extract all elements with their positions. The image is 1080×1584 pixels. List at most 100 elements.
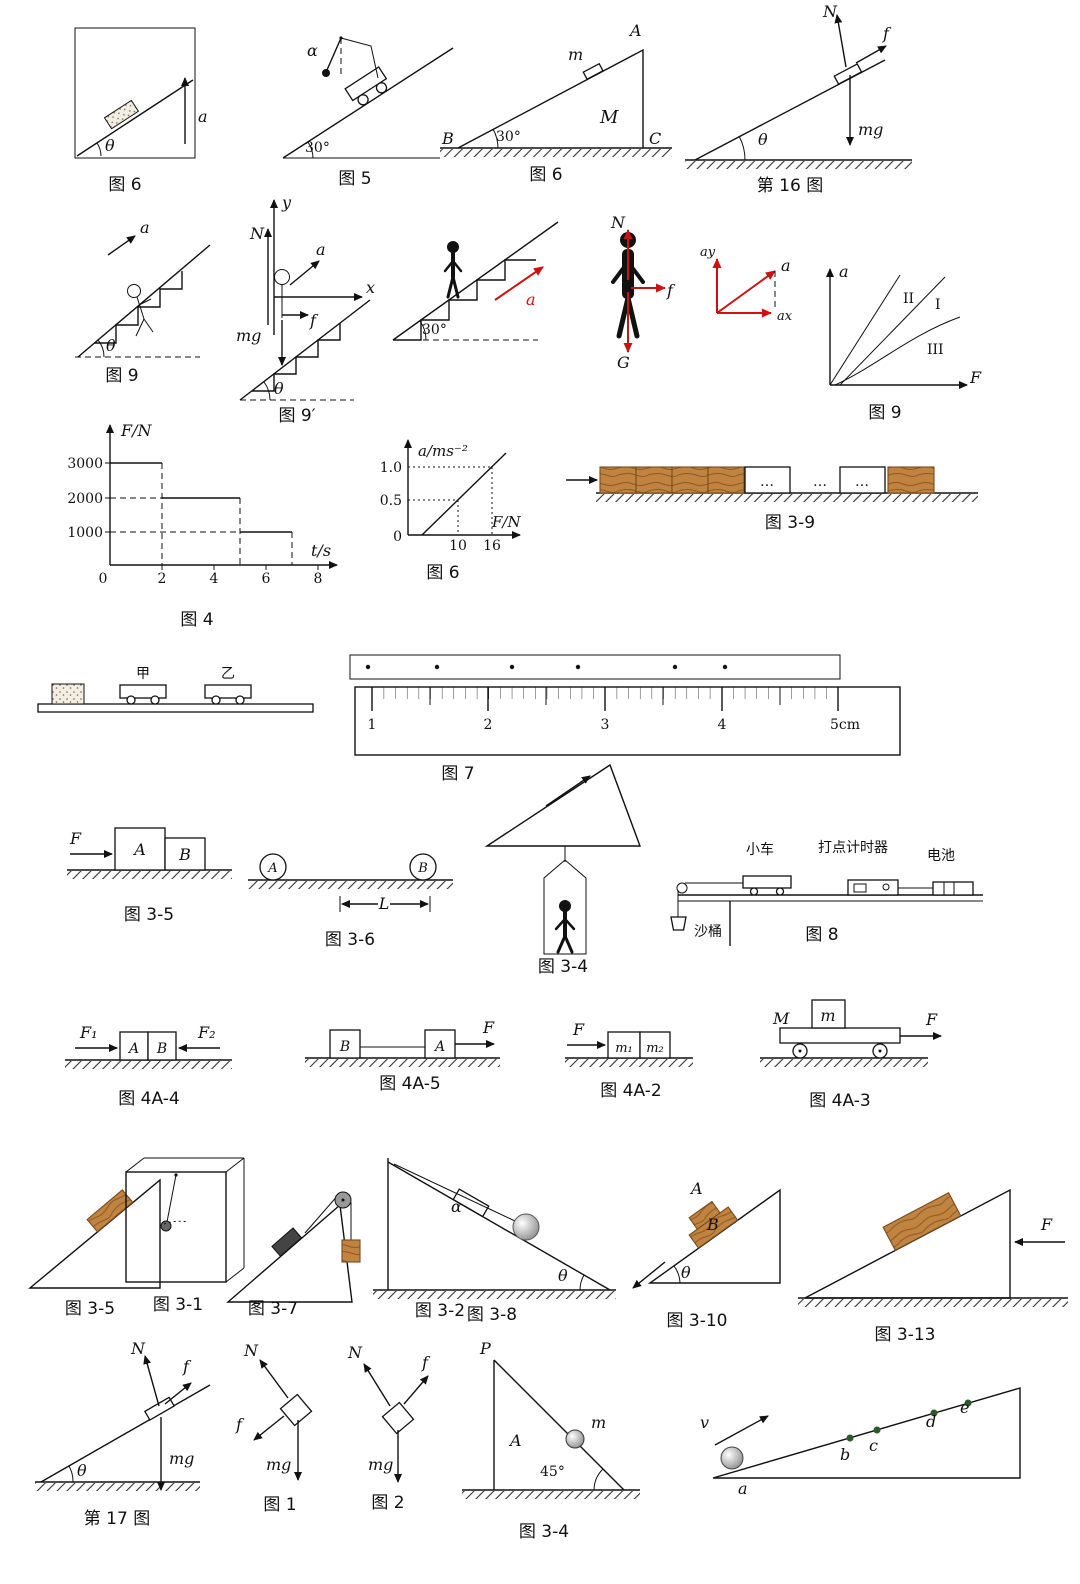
accel-label: a	[316, 240, 326, 259]
wood-blocks	[599, 466, 745, 494]
length-label: L	[378, 894, 390, 913]
caption: 图 7	[441, 764, 474, 784]
f1-label: F₁	[79, 1023, 98, 1042]
board	[37, 703, 314, 713]
theta-arc	[579, 1274, 585, 1291]
block-m	[582, 62, 604, 81]
force-label: F	[925, 1010, 938, 1029]
half-cm-ticks	[429, 687, 781, 705]
ground-hatch	[373, 1291, 616, 1299]
caption: 图 6	[426, 563, 459, 583]
incline-surface	[40, 1384, 211, 1483]
normal-label: N	[347, 1343, 363, 1362]
theta-label: θ	[758, 130, 768, 149]
wheels	[792, 1043, 888, 1059]
figure-incline-pulley: 图 3-7	[213, 1178, 368, 1319]
caption: 图 5	[338, 169, 371, 189]
caption: 图 6	[529, 165, 562, 185]
dots-1: …	[760, 474, 774, 490]
caption: 图 3-5	[124, 905, 174, 925]
wedge	[28, 1178, 161, 1289]
tape-dots	[365, 664, 728, 670]
force-label: F	[1040, 1215, 1053, 1234]
angle-label: 30°	[305, 140, 330, 156]
pendulum-string	[326, 37, 342, 71]
figure-ruler-tape: 1 2 3 4 5cm 图 7	[340, 645, 925, 790]
wood-block	[86, 1189, 134, 1233]
x-label: x	[366, 278, 375, 297]
box-front	[125, 1171, 227, 1283]
timer-label: 打点计时器	[818, 839, 888, 856]
ground-hatch	[67, 871, 232, 879]
inclined-rod	[493, 1359, 625, 1491]
caption: 第 17 图	[84, 1509, 150, 1529]
weight-label: mg	[266, 1455, 291, 1474]
figure-pole-45-ball: P m A 45° 图 3-4	[452, 1332, 657, 1547]
angle-label: 30°	[496, 129, 521, 145]
ball	[565, 1429, 585, 1449]
xtick-4: 4	[210, 571, 219, 587]
ax-label: ax	[777, 309, 793, 324]
sand-bucket	[670, 916, 687, 931]
xtick-6: 6	[262, 571, 271, 587]
ground-hatch	[565, 1059, 693, 1067]
swing-arc	[163, 1220, 189, 1225]
ground-hatch	[685, 161, 912, 169]
theta-arc	[673, 1265, 681, 1284]
normal-arrow	[363, 1363, 391, 1407]
figure-box-incline: θ a 图 6	[65, 20, 225, 195]
caption: 图 4	[180, 610, 213, 630]
caption: 图 3-13	[875, 1325, 936, 1345]
ytick-05: 0.5	[380, 493, 402, 509]
incline-surface	[387, 1161, 611, 1291]
force-label: F	[482, 1018, 495, 1037]
caption: 图 9	[868, 403, 901, 423]
stairs	[94, 271, 183, 344]
ytick-1000: 1000	[67, 525, 103, 541]
hanging-block	[341, 1239, 361, 1263]
stairs	[252, 323, 341, 392]
angle-label: 45°	[540, 1464, 565, 1480]
ball-b-label: B	[417, 861, 428, 876]
normal-label: N	[249, 224, 265, 243]
block-a-label: A	[127, 1041, 139, 1057]
wedge	[226, 1203, 353, 1303]
dots-2: …	[813, 474, 827, 490]
accel-arrow	[289, 260, 320, 286]
block-b-label: B	[706, 1215, 719, 1234]
figure-person-forces: N G f	[583, 210, 678, 375]
m1-label: m₁	[615, 1041, 633, 1056]
bracket	[340, 37, 379, 79]
guide-dotted	[408, 466, 493, 535]
alpha-label: α	[307, 41, 318, 60]
caption: 图 4A-3	[809, 1091, 870, 1111]
caption: 图 3-9	[765, 513, 815, 533]
figure-ball-up-incline: a v b c d e	[688, 1358, 1058, 1523]
figure-blocks-slide-down: A B θ 图 3-10	[623, 1152, 803, 1337]
block-a	[119, 1031, 149, 1061]
xtick-10: 10	[449, 538, 467, 554]
timer	[847, 879, 899, 896]
rod-string	[393, 1163, 516, 1222]
block-m1	[607, 1031, 641, 1059]
pulley	[676, 882, 688, 894]
figure-force-diagram-2: N f mg 图 2	[330, 1338, 442, 1518]
trace-dots	[846, 1399, 972, 1442]
M-label: M	[599, 107, 619, 128]
cart	[742, 875, 792, 896]
weight-label: mg	[169, 1449, 194, 1468]
x-label: F/N	[491, 513, 521, 531]
accel-arrow	[107, 235, 136, 256]
f2-label: F₂	[197, 1023, 216, 1042]
theta-arc	[96, 142, 102, 157]
accel-label: a	[198, 107, 208, 126]
figure-blocks-row: … … … 图 3-9	[558, 448, 993, 558]
cart-label: 小车	[746, 841, 774, 858]
figure-stairs-person: θ a 图 9	[60, 205, 225, 390]
block-b-label: B	[339, 1039, 350, 1055]
step-curve	[110, 462, 293, 565]
theta-arc	[738, 135, 746, 161]
length-measure	[339, 896, 431, 912]
string-up	[304, 1193, 340, 1234]
